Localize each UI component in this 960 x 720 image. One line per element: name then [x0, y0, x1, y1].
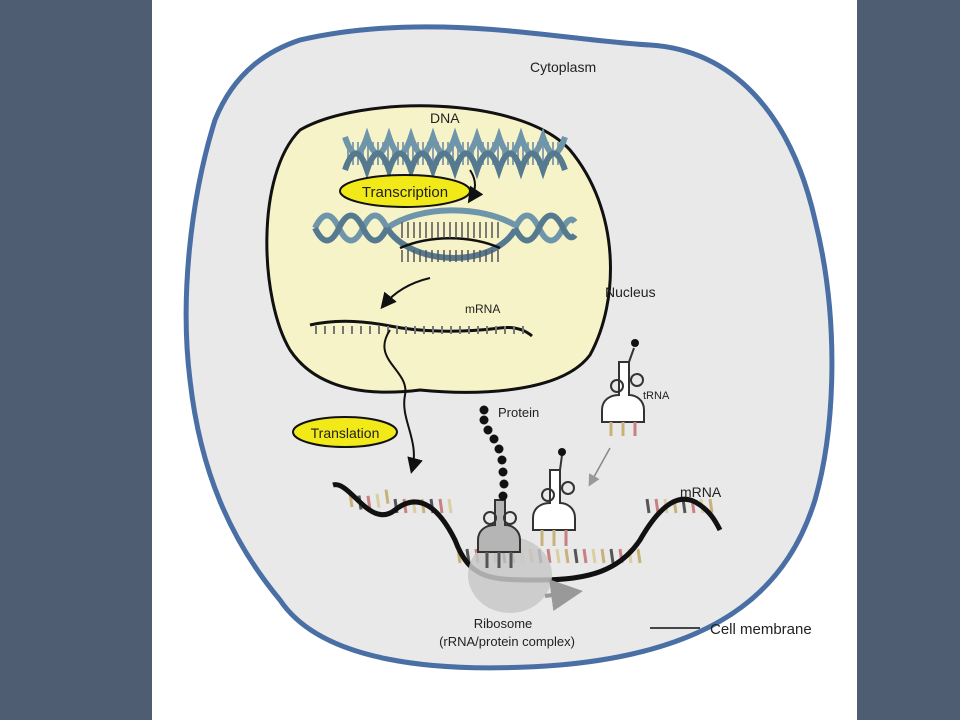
base-tick	[447, 498, 453, 514]
transcription-arrow	[467, 169, 484, 204]
dna-label: DNA	[430, 110, 460, 126]
base-tick	[600, 548, 606, 564]
transcription-bubble-dna	[312, 207, 578, 262]
ribosome-direction-arrow	[544, 579, 583, 612]
base-tick	[546, 548, 552, 564]
dna-double-helix	[342, 127, 568, 180]
translation-callout: Translation	[292, 416, 398, 448]
base-tick	[375, 493, 381, 508]
base-tick	[591, 548, 597, 564]
base-tick	[708, 498, 714, 514]
trna-label: tRNA	[643, 390, 670, 402]
translation-label: Translation	[311, 425, 380, 441]
trna-arrow	[588, 447, 611, 487]
transcription-callout: Transcription	[339, 174, 471, 208]
base-tick	[654, 498, 660, 514]
transcription-label: Transcription	[362, 184, 448, 201]
cytoplasm-label: Cytoplasm	[530, 59, 596, 75]
protein-label: Protein	[498, 405, 539, 420]
base-tick	[564, 548, 570, 564]
base-tick	[636, 548, 642, 564]
mrna-exit-path	[383, 329, 423, 474]
ribosome-label: Ribosome	[474, 616, 533, 631]
base-tick	[438, 498, 444, 514]
nuclear-mrna-label: mRNA	[465, 302, 500, 316]
cell-membrane-label: Cell membrane	[710, 621, 812, 638]
base-tick	[582, 548, 588, 564]
nuclear-mrna	[309, 319, 533, 338]
bound-trna-2	[532, 448, 576, 546]
base-tick	[384, 489, 390, 504]
ribosome-sublabel: (rRNA/protein complex)	[439, 634, 575, 649]
protein-chain	[479, 405, 509, 501]
mrna-export-arrow	[380, 277, 431, 310]
base-tick	[609, 548, 615, 564]
free-trna	[601, 339, 645, 436]
base-tick	[555, 548, 561, 564]
ribosome	[468, 537, 552, 613]
cytoplasmic-mrna-label: mRNA	[680, 484, 722, 500]
base-tick	[645, 498, 651, 514]
base-tick	[573, 548, 579, 564]
nucleus-label: Nucleus	[605, 284, 656, 300]
